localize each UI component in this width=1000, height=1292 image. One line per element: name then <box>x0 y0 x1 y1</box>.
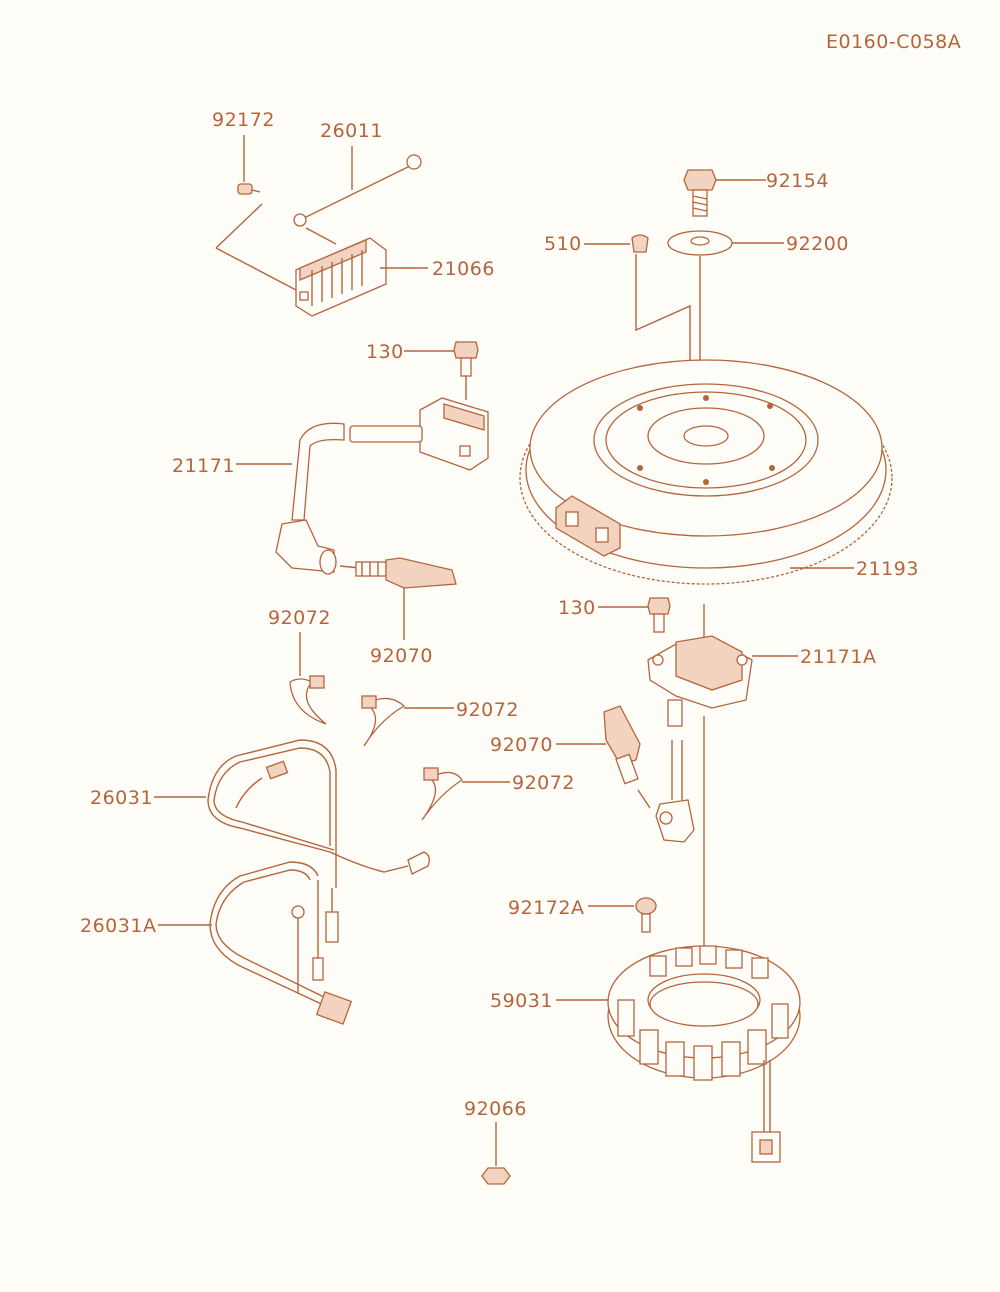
label-130-mid[interactable]: 130 <box>558 597 596 619</box>
flywheel-21193 <box>519 359 893 585</box>
nut-92066 <box>481 1167 511 1185</box>
label-21171[interactable]: 21171 <box>172 455 235 477</box>
label-92072-a[interactable]: 92072 <box>268 607 331 629</box>
label-92072-b[interactable]: 92072 <box>456 699 519 721</box>
label-92172A[interactable]: 92172A <box>508 897 584 919</box>
label-26031[interactable]: 26031 <box>90 787 153 809</box>
ignition-coil-21171: 130 21171 <box>172 341 489 575</box>
stator-59031 <box>607 945 801 1081</box>
label-92066[interactable]: 92066 <box>464 1098 527 1120</box>
bolt-92154 <box>683 169 717 217</box>
label-92172-top[interactable]: 92172 <box>212 109 275 131</box>
label-26011[interactable]: 26011 <box>320 120 383 142</box>
label-92072-c[interactable]: 92072 <box>512 772 575 794</box>
label-26031A[interactable]: 26031A <box>80 915 156 937</box>
label-92070-right[interactable]: 92070 <box>490 734 553 756</box>
label-59031[interactable]: 59031 <box>490 990 553 1012</box>
label-92070-left[interactable]: 92070 <box>370 645 433 667</box>
bolt-130-top <box>453 341 479 377</box>
harness-26031: 26031 <box>90 739 430 888</box>
diagram-code: E0160-C058A <box>826 31 961 53</box>
label-92200[interactable]: 92200 <box>786 233 849 255</box>
spark-plug-92070-left: 92070 <box>339 557 457 667</box>
label-21193[interactable]: 21193 <box>856 558 919 580</box>
screw-92172-top <box>237 183 261 195</box>
bolt-130-mid <box>647 597 671 633</box>
stator-group: 92172A 59031 <box>490 716 801 1163</box>
ground-lead-26011 <box>293 154 422 227</box>
flywheel-hardware: 92154 92200 510 <box>544 169 849 430</box>
harness-26031A: 26031A <box>80 861 353 1025</box>
washer-92200 <box>667 230 733 256</box>
label-130-top[interactable]: 130 <box>366 341 404 363</box>
screw-92172A <box>635 897 657 933</box>
label-510[interactable]: 510 <box>544 233 582 255</box>
regulator-21066 <box>295 237 387 317</box>
regulator-group: 92172 26011 21 <box>212 109 495 317</box>
label-21171A[interactable]: 21171A <box>800 646 876 668</box>
spark-plug-92070-right: 92070 <box>490 705 651 809</box>
clamp-92072-a: 92072 <box>268 607 331 725</box>
nut-92066-group: 92066 <box>464 1098 527 1185</box>
label-92154[interactable]: 92154 <box>766 170 829 192</box>
key-510 <box>631 234 649 253</box>
clamp-92072-c: 92072 <box>421 767 575 821</box>
label-21066[interactable]: 21066 <box>432 258 495 280</box>
ignition-coil-21171A: 130 21171A <box>558 597 876 843</box>
clamp-92072-b: 92072 <box>361 695 519 747</box>
